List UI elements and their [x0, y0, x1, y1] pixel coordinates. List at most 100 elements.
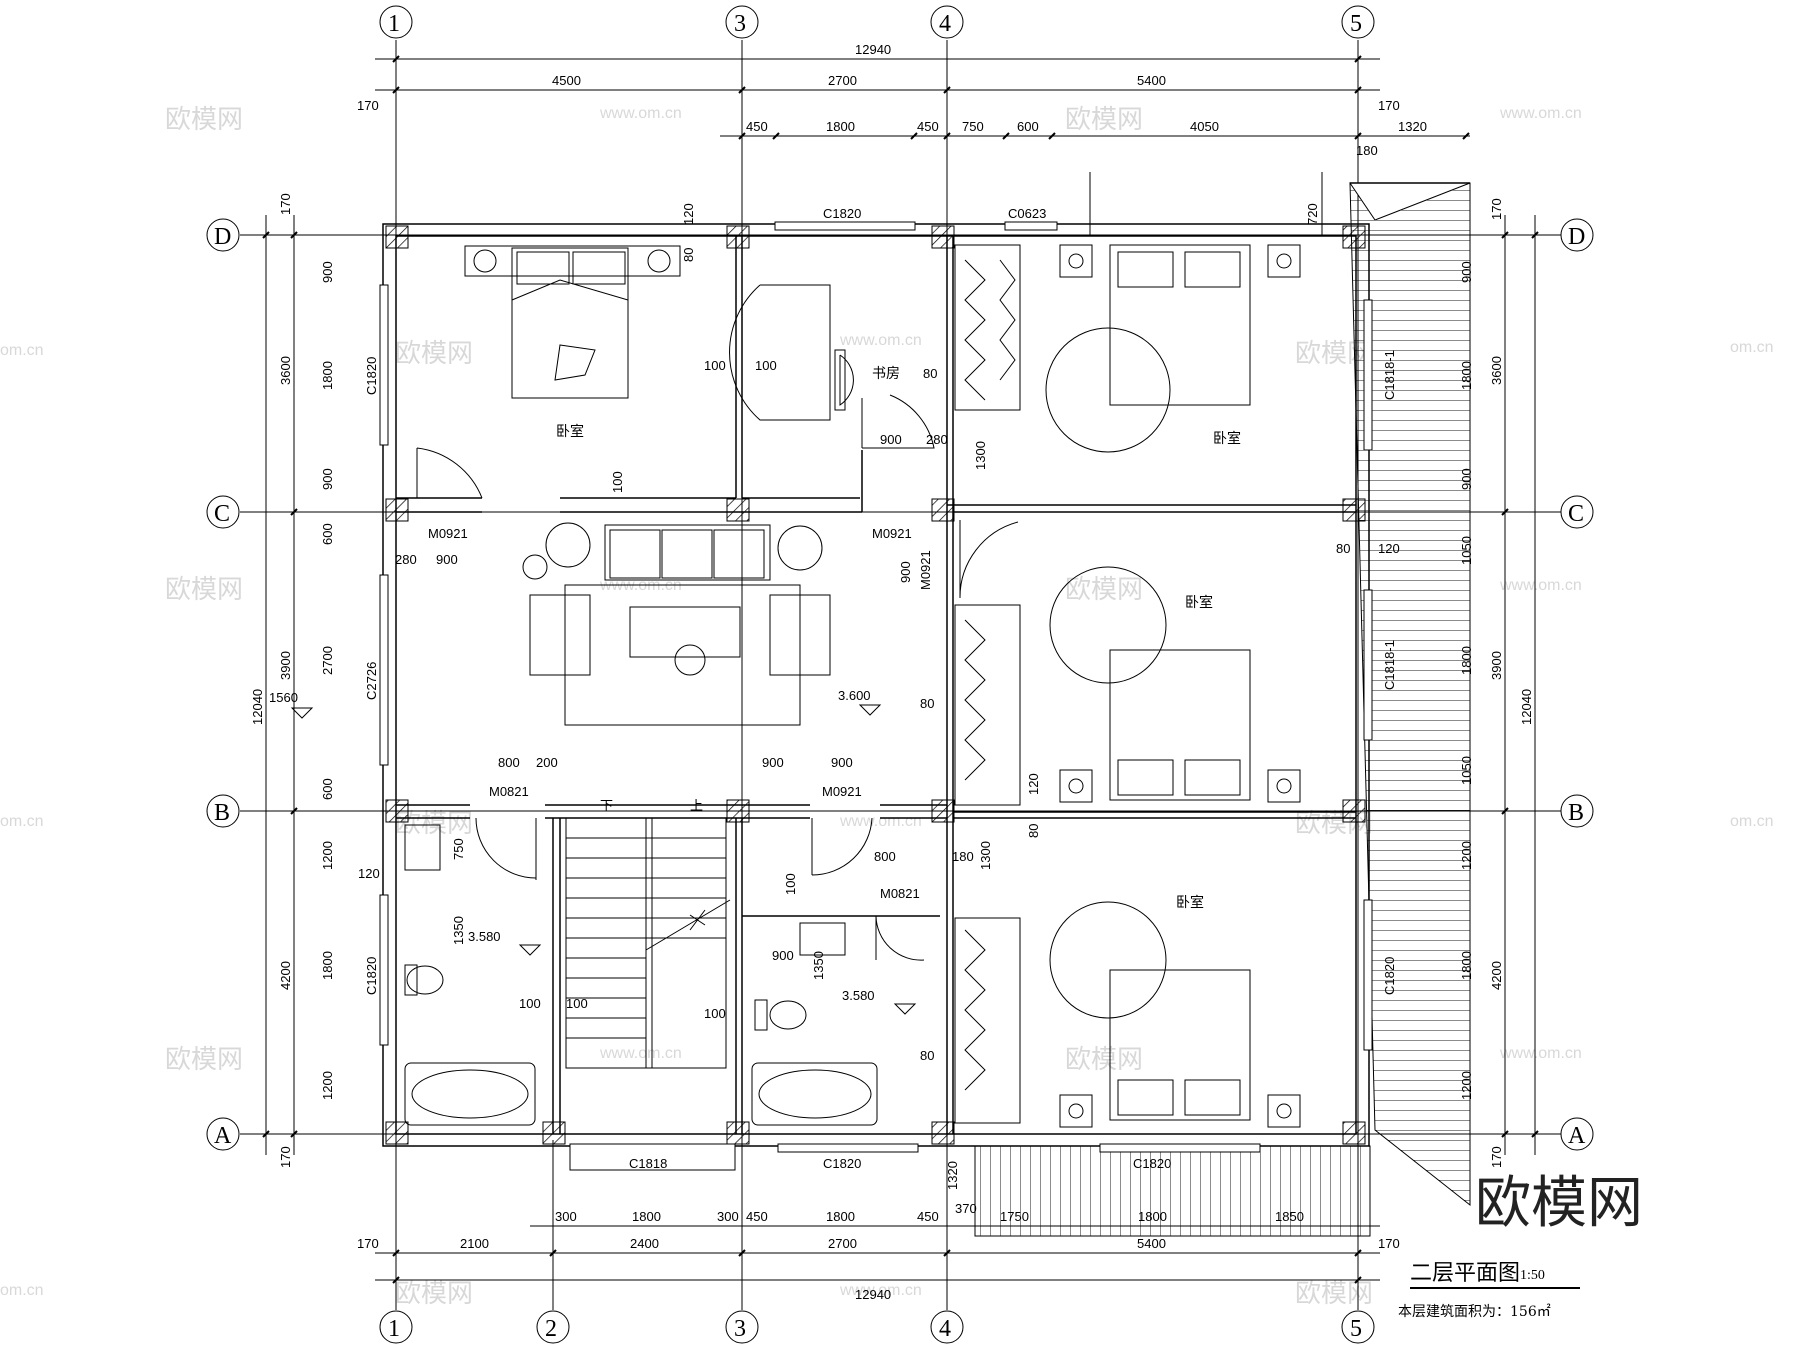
axis-bubbles: 1 3 4 5 1 2 3 4 5 D C B A D C B A: [206, 5, 1594, 1344]
svg-text:欧模网: 欧模网: [165, 1045, 243, 1075]
bathroom-right-fixtures: [751, 922, 878, 1126]
svg-text:170: 170: [357, 98, 379, 113]
bathroom-left-fixtures: [404, 824, 536, 1126]
stair-labels: 下 上: [600, 798, 703, 813]
svg-text:100: 100: [783, 873, 798, 895]
svg-text:300: 300: [555, 1209, 577, 1224]
title-block: 二层平面图 1:50 本层建筑面积为：156㎡: [1398, 1261, 1580, 1320]
svg-text:卧室: 卧室: [1176, 894, 1204, 910]
svg-text:3.600: 3.600: [838, 688, 871, 703]
svg-text:4: 4: [939, 1316, 951, 1342]
svg-text:om.cn: om.cn: [1730, 813, 1774, 830]
study-desk: [729, 284, 854, 421]
bed-bottom-right: [1049, 901, 1301, 1128]
bed-top-right: [1045, 244, 1301, 453]
drawing-title: 二层平面图: [1410, 1261, 1520, 1286]
svg-text:om.cn: om.cn: [0, 342, 44, 359]
svg-text:欧模网: 欧模网: [1065, 575, 1143, 605]
svg-text:欧模网: 欧模网: [1295, 1279, 1373, 1309]
svg-text:3900: 3900: [278, 651, 293, 680]
axis-bubble-3-top: 3: [725, 5, 759, 39]
level-marks: 3.600 3.580 3.580: [290, 688, 917, 1015]
svg-text:欧模网: 欧模网: [165, 575, 243, 605]
svg-text:4050: 4050: [1190, 119, 1219, 134]
dimension-lines: [265, 58, 1536, 1281]
svg-text:1300: 1300: [973, 441, 988, 470]
svg-text:A: A: [1568, 1123, 1586, 1149]
axis-bubble-2-bottom: 2: [536, 1310, 570, 1344]
window-openings: [379, 221, 1373, 1171]
svg-text:170: 170: [1489, 198, 1504, 220]
svg-text:3600: 3600: [1489, 356, 1504, 385]
svg-text:www.om.cn: www.om.cn: [599, 1045, 682, 1062]
svg-text:80: 80: [923, 366, 937, 381]
bed-middle-right: [1049, 566, 1301, 803]
svg-text:170: 170: [1489, 1146, 1504, 1168]
svg-text:2700: 2700: [320, 646, 335, 675]
dimension-ticks: [262, 55, 1539, 1284]
dimension-texts: 12940 4500 2700 5400 170 170 450 1800 45…: [250, 42, 1534, 1302]
svg-text:C: C: [214, 501, 230, 527]
watermarks: 欧模网 www.om.cn 欧模网 www.om.cn om.cn 欧模网 ww…: [0, 105, 1774, 1309]
svg-text:3600: 3600: [278, 356, 293, 385]
svg-text:1320: 1320: [1398, 119, 1427, 134]
svg-text:800: 800: [498, 755, 520, 770]
svg-text:下: 下: [600, 798, 613, 813]
svg-text:1800: 1800: [826, 1209, 855, 1224]
svg-text:12940: 12940: [855, 1287, 891, 1302]
svg-text:1: 1: [388, 11, 400, 37]
axis-bubble-C-right: C: [1560, 495, 1594, 529]
svg-text:600: 600: [1017, 119, 1039, 134]
svg-text:www.om.cn: www.om.cn: [839, 813, 922, 830]
svg-text:80: 80: [681, 248, 696, 262]
svg-text:C1820: C1820: [823, 1156, 861, 1171]
svg-text:B: B: [1568, 800, 1584, 826]
svg-text:www.om.cn: www.om.cn: [599, 105, 682, 122]
axis-bubble-4-top: 4: [930, 5, 964, 39]
svg-text:720: 720: [1305, 203, 1320, 225]
svg-text:om.cn: om.cn: [0, 813, 44, 830]
svg-text:450: 450: [746, 119, 768, 134]
svg-text:C1820: C1820: [823, 206, 861, 221]
svg-text:900: 900: [898, 561, 913, 583]
svg-text:卧室: 卧室: [556, 423, 584, 439]
svg-text:欧模网: 欧模网: [1065, 1045, 1143, 1075]
svg-text:2400: 2400: [630, 1236, 659, 1251]
svg-text:卧室: 卧室: [1213, 430, 1241, 446]
svg-text:120: 120: [681, 203, 696, 225]
svg-text:450: 450: [746, 1209, 768, 1224]
svg-text:3: 3: [734, 11, 746, 37]
svg-text:1800: 1800: [826, 119, 855, 134]
axis-bubble-1-bottom: 1: [379, 1310, 413, 1344]
svg-text:300: 300: [717, 1209, 739, 1224]
svg-text:12040: 12040: [1519, 689, 1534, 725]
svg-text:900: 900: [831, 755, 853, 770]
axis-bubble-5-top: 5: [1341, 5, 1375, 39]
svg-text:www.om.cn: www.om.cn: [1499, 1045, 1582, 1062]
axis-bubble-5-bottom: 5: [1341, 1310, 1375, 1344]
svg-text:800: 800: [874, 849, 896, 864]
svg-text:370: 370: [955, 1201, 977, 1216]
svg-text:600: 600: [320, 778, 335, 800]
axis-bubble-1-top: 1: [379, 5, 413, 39]
svg-text:4: 4: [939, 11, 951, 37]
south-balcony: [974, 1145, 1371, 1237]
svg-text:170: 170: [357, 1236, 379, 1251]
axis-bubble-3-bottom: 3: [725, 1310, 759, 1344]
svg-text:5400: 5400: [1137, 73, 1166, 88]
wardrobe-middle: [954, 604, 1021, 806]
svg-text:170: 170: [278, 193, 293, 215]
svg-text:C1820: C1820: [1133, 1156, 1171, 1171]
svg-text:M0921: M0921: [872, 526, 912, 541]
svg-text:120: 120: [1026, 773, 1041, 795]
svg-text:180: 180: [1356, 143, 1378, 158]
svg-text:900: 900: [320, 468, 335, 490]
structural-columns: [385, 225, 1366, 1145]
axis-bubble-B-left: B: [206, 794, 240, 828]
svg-text:3.580: 3.580: [468, 929, 501, 944]
svg-text:1300: 1300: [978, 841, 993, 870]
bed-top-left: [464, 245, 681, 399]
svg-text:200: 200: [536, 755, 558, 770]
svg-text:2700: 2700: [828, 73, 857, 88]
svg-text:80: 80: [920, 1048, 934, 1063]
